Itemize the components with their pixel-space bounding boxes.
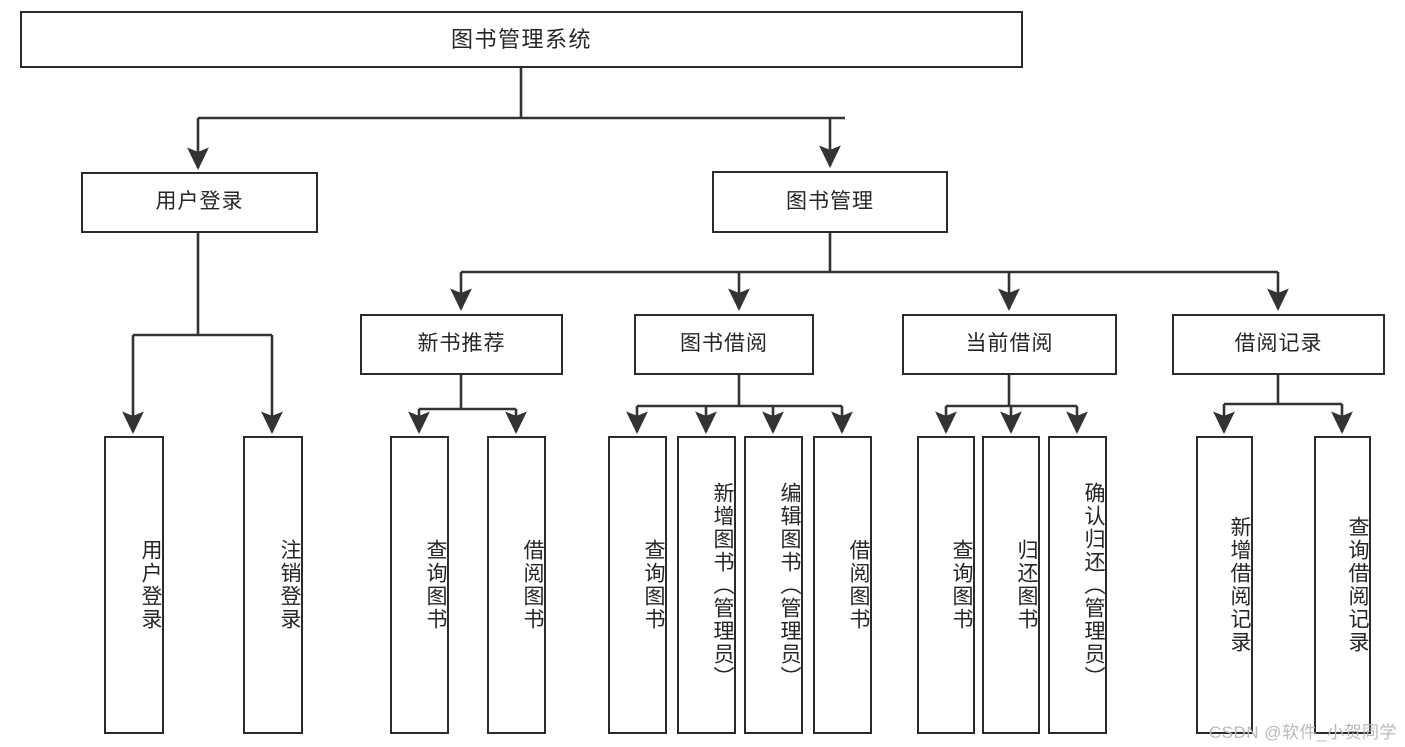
node-leaf-user-login[interactable]: 用户登录 [104,436,164,734]
node-current-borrow[interactable]: 当前借阅 [902,314,1117,375]
node-leaf-borrow-book-2-label: 借阅图书 [847,539,870,631]
node-leaf-return-book[interactable]: 归还图书 [982,436,1040,734]
node-leaf-borrow-book-1[interactable]: 借阅图书 [487,436,546,734]
node-leaf-query-book-2-label: 查询图书 [642,539,665,631]
watermark: CSDN @软件_小贺同学 [1208,723,1397,742]
node-new-book-rec[interactable]: 新书推荐 [360,314,563,375]
node-leaf-edit-book-label: 编辑图书（管理员） [778,481,801,689]
node-leaf-confirm-return-label: 确认归还（管理员） [1082,481,1105,689]
node-leaf-return-book-label: 归还图书 [1015,539,1038,631]
node-leaf-query-record[interactable]: 查询借阅记录 [1314,436,1371,734]
node-leaf-edit-book[interactable]: 编辑图书（管理员） [744,436,803,734]
node-root-label: 图书管理系统 [450,26,592,52]
node-user-login[interactable]: 用户登录 [81,172,318,233]
node-book-borrow[interactable]: 图书借阅 [634,314,814,375]
node-leaf-logout[interactable]: 注销登录 [243,436,303,734]
node-leaf-add-record[interactable]: 新增借阅记录 [1196,436,1253,734]
node-leaf-borrow-book-2[interactable]: 借阅图书 [813,436,872,734]
node-leaf-add-record-label: 新增借阅记录 [1228,516,1251,654]
node-leaf-query-record-label: 查询借阅记录 [1346,516,1369,654]
node-leaf-add-book-label: 新增图书（管理员） [711,481,734,689]
node-new-book-rec-label: 新书推荐 [417,332,506,356]
node-leaf-query-book-3[interactable]: 查询图书 [917,436,975,734]
node-leaf-confirm-return[interactable]: 确认归还（管理员） [1048,436,1107,734]
node-book-manage[interactable]: 图书管理 [712,171,948,233]
node-leaf-query-book-2[interactable]: 查询图书 [608,436,667,734]
node-current-borrow-label: 当前借阅 [965,332,1054,356]
node-borrow-record-label: 借阅记录 [1234,332,1323,356]
node-book-manage-label: 图书管理 [786,189,874,213]
node-leaf-query-book-3-label: 查询图书 [950,539,973,631]
node-leaf-add-book[interactable]: 新增图书（管理员） [677,436,736,734]
node-leaf-borrow-book-1-label: 借阅图书 [521,539,544,631]
node-leaf-user-login-label: 用户登录 [139,539,162,631]
node-leaf-query-book-1-label: 查询图书 [424,539,447,631]
node-root[interactable]: 图书管理系统 [20,11,1023,68]
node-leaf-query-book-1[interactable]: 查询图书 [390,436,449,734]
node-borrow-record[interactable]: 借阅记录 [1172,314,1385,375]
node-user-login-label: 用户登录 [155,190,244,214]
node-book-borrow-label: 图书借阅 [680,332,768,356]
node-leaf-logout-label: 注销登录 [278,539,301,631]
